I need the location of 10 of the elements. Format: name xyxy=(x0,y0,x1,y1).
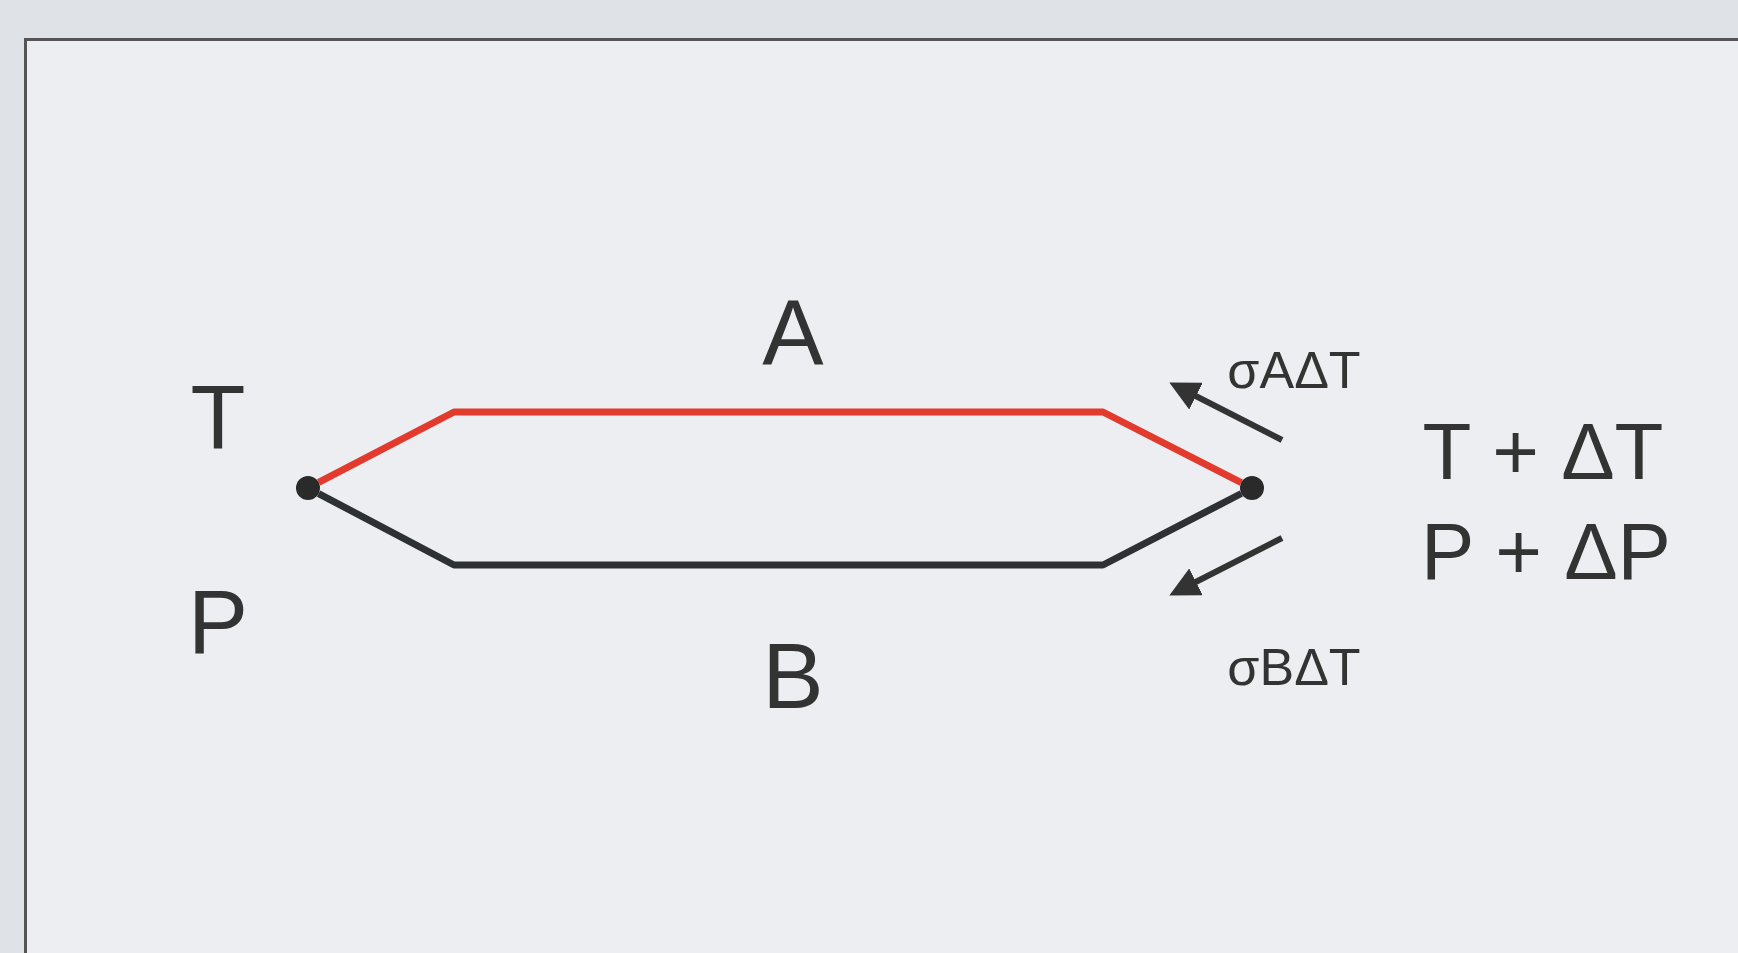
wire-label: B xyxy=(762,630,824,722)
variable-label: T + ΔT xyxy=(1422,412,1664,492)
wire xyxy=(317,408,1243,486)
wire-label: A xyxy=(762,287,824,379)
wire xyxy=(316,490,1243,569)
variable-label: T xyxy=(190,373,246,463)
variable-label: P xyxy=(188,577,248,667)
variable-label: P + ΔP xyxy=(1421,512,1671,592)
coefficient-label: σBΔT xyxy=(1227,641,1361,693)
coefficient-label: σAΔT xyxy=(1227,344,1361,396)
